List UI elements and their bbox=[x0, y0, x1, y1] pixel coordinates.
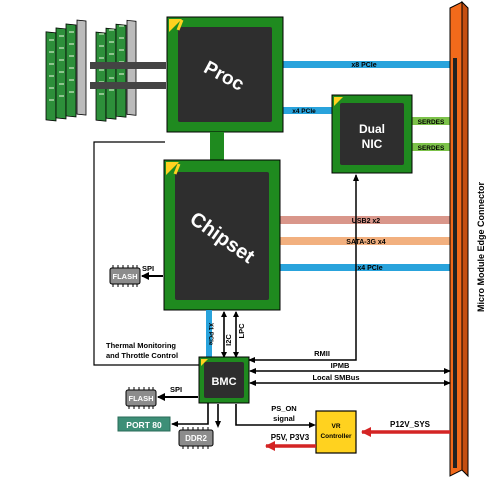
thermal-line bbox=[93, 141, 199, 366]
nic-label-2: NIC bbox=[362, 137, 383, 151]
connector-label: Micro Module Edge Connector bbox=[476, 182, 486, 313]
proc-chipset-link bbox=[210, 132, 224, 162]
nic-label-1: Dual bbox=[359, 122, 385, 136]
chipset-block: Chipset bbox=[163, 159, 281, 311]
dimm-group-left bbox=[45, 19, 87, 122]
x4-pcie-chipset-bus bbox=[280, 264, 450, 271]
ps-on-label-2: signal bbox=[273, 414, 295, 423]
memory-channel-bottom bbox=[90, 82, 166, 89]
vr-label-2: Controller bbox=[320, 433, 352, 440]
processor-block: Proc bbox=[166, 16, 284, 133]
usb2-label: USB2 x2 bbox=[352, 218, 381, 225]
flash-chipset-label: FLASH bbox=[113, 272, 138, 281]
x1-pcie-bus bbox=[206, 310, 212, 358]
serdes-bus-1 bbox=[412, 117, 450, 125]
lpc-label: LPC bbox=[237, 323, 246, 339]
rmii-label: RMII bbox=[314, 349, 330, 358]
serdes-bus-2 bbox=[412, 143, 450, 151]
ddr2-label: DDR2 bbox=[185, 434, 207, 443]
p5v-label: P5V, P3V3 bbox=[271, 433, 310, 442]
ps-on-label-1: PS_ON bbox=[271, 404, 296, 413]
port80-label: PORT 80 bbox=[126, 420, 162, 430]
x4-pcie-nic-bus bbox=[282, 107, 332, 114]
dimm-group-right bbox=[95, 19, 137, 122]
bmc-label: BMC bbox=[211, 376, 236, 388]
bmc-block: BMC bbox=[198, 356, 250, 404]
serdes-label-1: SERDES bbox=[418, 119, 445, 126]
edge-connector: Micro Module Edge Connector bbox=[449, 0, 486, 478]
sata-bus bbox=[280, 237, 450, 245]
port80-line bbox=[172, 403, 209, 425]
usb2-bus bbox=[280, 216, 450, 224]
flash-chipset: FLASH bbox=[109, 265, 141, 287]
ddr2-block: DDR2 bbox=[178, 427, 214, 449]
ipmb-label: IPMB bbox=[331, 361, 350, 370]
p12v-label: P12V_SYS bbox=[390, 420, 431, 429]
thermal-label-1: Thermal Monitoring bbox=[106, 341, 176, 350]
spi-chipset-label: SPI bbox=[142, 264, 154, 273]
vr-controller-block: VR Controller bbox=[315, 410, 357, 454]
x8-pcie-label: x8 PCIe bbox=[351, 62, 376, 69]
spi-bmc-label: SPI bbox=[170, 385, 182, 394]
thermal-label-2: and Throttle Control bbox=[106, 351, 178, 360]
sata-label: SATA-3G x4 bbox=[346, 239, 386, 246]
memory-channel-top bbox=[90, 62, 166, 69]
x8-pcie-bus bbox=[282, 61, 450, 68]
dual-nic-block: Dual NIC bbox=[331, 94, 413, 174]
ps-on-line bbox=[235, 404, 314, 426]
port80-block: PORT 80 bbox=[117, 416, 171, 432]
flash-bmc-label: FLASH bbox=[129, 394, 154, 403]
i2c-label: I2C bbox=[224, 334, 233, 346]
dimm-slots bbox=[45, 19, 137, 122]
vr-label-1: VR bbox=[331, 423, 340, 430]
x4-pcie-chipset-label: x4 PCIe bbox=[357, 265, 382, 272]
flash-bmc: FLASH bbox=[125, 387, 157, 409]
rmii-line bbox=[249, 175, 357, 361]
x4-pcie-nic-label: x4 PCIe bbox=[292, 108, 316, 115]
smbus-label: Local SMBus bbox=[312, 373, 359, 382]
serdes-label-2: SERDES bbox=[418, 145, 445, 152]
x1-pcie-label: X1 PCIe bbox=[207, 323, 213, 346]
